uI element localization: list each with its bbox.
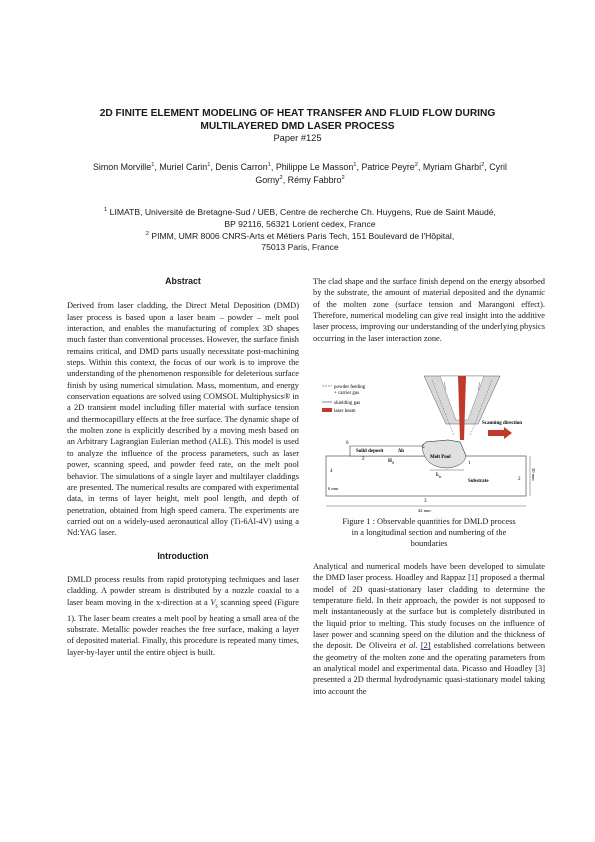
affiliation-2-line-1: PIMM, UMR 8006 CNRS-Arts et Métiers Pari… <box>151 230 455 241</box>
author: , Denis Carron <box>210 162 268 172</box>
intro-text-part: DMLD process results from rapid prototyp… <box>67 574 299 607</box>
laser-beam <box>458 376 466 440</box>
affil-mark: 2 <box>341 174 345 181</box>
boundary-2-deposit-label: 2 <box>362 457 365 462</box>
author: Gorny <box>255 174 280 185</box>
affil-mark: 2 <box>481 162 485 168</box>
affil-mark: 1 <box>353 162 357 168</box>
title-line-1: 2D FINITE ELEMENT MODELING OF HEAT TRANS… <box>99 108 496 119</box>
workpiece: Solid deposit Δh Melt Pool Hd Lp Substra… <box>325 439 536 513</box>
boundary-6-label: 6 <box>346 441 349 446</box>
nozzle <box>423 375 501 440</box>
affiliations: 1 LIMATB, Université de Bretagne-Sud / U… <box>80 207 520 254</box>
paper-title: 2D FINITE ELEMENT MODELING OF HEAT TRANS… <box>60 108 535 133</box>
dim-20mm-label: 20 mm <box>531 468 536 481</box>
lp-label: Lp <box>436 473 441 479</box>
speed-symbol: V <box>210 597 216 607</box>
boundary-2-label: 2 <box>518 477 521 482</box>
affiliation-2-line-2: 75013 Paris, France <box>261 242 339 253</box>
introduction-heading: Introduction <box>157 550 209 561</box>
figure-caption: Figure 1 : Observable quantities for DML… <box>313 516 545 549</box>
melt-pool-shape <box>421 439 467 469</box>
caption-line-2: in a longitudinal section and numbering … <box>351 528 507 537</box>
melt-pool-label: Melt Pool <box>430 455 451 460</box>
affil-mark: 1 <box>151 162 155 168</box>
laser-legend-swatch <box>322 408 332 412</box>
legend-shielding: shielding gas <box>334 401 360 406</box>
boundary-5-label: 5 <box>422 445 425 450</box>
legend-powder: powder feeding <box>334 385 366 390</box>
left-column: Abstract Derived from laser cladding, th… <box>67 276 299 658</box>
et-al: et al. <box>399 641 418 651</box>
author: , Rémy Fabbro <box>282 174 342 185</box>
delta-h-label: Δh <box>398 449 404 454</box>
affil-mark: 1 <box>104 207 108 213</box>
legend-laser: laser beam <box>334 409 356 414</box>
introduction-text: DMLD process results from rapid prototyp… <box>67 574 299 658</box>
scanning-direction-label: Scanning direction <box>482 421 522 426</box>
speed-subscript: s <box>215 603 218 610</box>
author: , Myriam Gharbi <box>417 162 482 172</box>
models-text-part: Analytical and numerical models have bee… <box>313 562 545 651</box>
legend-carrier: + carrier gas <box>334 391 359 396</box>
models-paragraph: Analytical and numerical models have bee… <box>313 561 545 697</box>
affil-mark: 2 <box>414 162 418 168</box>
caption-line-1: Figure 1 : Observable quantities for DML… <box>342 517 516 526</box>
figure-legend: powder feeding + carrier gas shielding g… <box>322 385 366 414</box>
title-line-2: MULTILAYERED DMD LASER PROCESS <box>200 120 395 132</box>
affiliation-1-line-2: BP 92116, 56321 Lorient cedex, France <box>224 218 376 229</box>
substrate-label: Substrate <box>468 479 489 484</box>
abstract-text: Derived from laser cladding, the Direct … <box>67 301 299 538</box>
scanning-direction: Scanning direction <box>482 421 522 439</box>
affil-mark: 2 <box>145 230 149 237</box>
affil-mark: 1 <box>207 162 211 168</box>
intro-text-part: scanning speed (Figure 1). The laser bea… <box>67 597 299 657</box>
clad-shape-paragraph: The clad shape and the surface finish de… <box>313 277 545 343</box>
hd-label: Hd <box>388 459 394 465</box>
author: Simon Morville <box>92 162 152 172</box>
dim-6mm-label: 6 mm <box>328 486 339 491</box>
models-text-part: established correlations between the geo… <box>313 641 546 696</box>
author: , Philippe Le Masson <box>270 162 354 172</box>
substrate-block <box>325 455 527 497</box>
caption-line-3: boundaries <box>410 539 448 548</box>
author: , Cyril <box>484 162 508 172</box>
affil-mark: 2 <box>279 174 283 181</box>
author-list: Simon Morville1, Muriel Carin1, Denis Ca… <box>80 161 520 186</box>
abstract-heading: Abstract <box>165 276 201 286</box>
author: , Patrice Peyre <box>356 162 415 172</box>
dim-42mm-label: 42 mm <box>418 508 431 513</box>
boundary-3-label: 3 <box>424 499 427 504</box>
dmd-process-figure: powder feeding + carrier gas shielding g… <box>322 375 536 513</box>
affil-mark: 1 <box>267 162 271 168</box>
affiliation-1-line-1: LIMATB, Université de Bretagne-Sud / UEB… <box>109 207 496 217</box>
solid-deposit-label: Solid deposit <box>356 449 384 454</box>
reference-link-2[interactable]: [2] <box>420 641 431 651</box>
right-column-bottom: Analytical and numerical models have bee… <box>313 561 545 697</box>
right-column-top: The clad shape and the surface finish de… <box>313 276 545 344</box>
scan-arrow-icon <box>488 427 512 439</box>
boundary-4-label: 4 <box>330 469 333 474</box>
paper-number: Paper #125 <box>273 133 322 143</box>
author: , Muriel Carin <box>154 162 208 172</box>
boundary-1-label: 1 <box>468 461 471 466</box>
